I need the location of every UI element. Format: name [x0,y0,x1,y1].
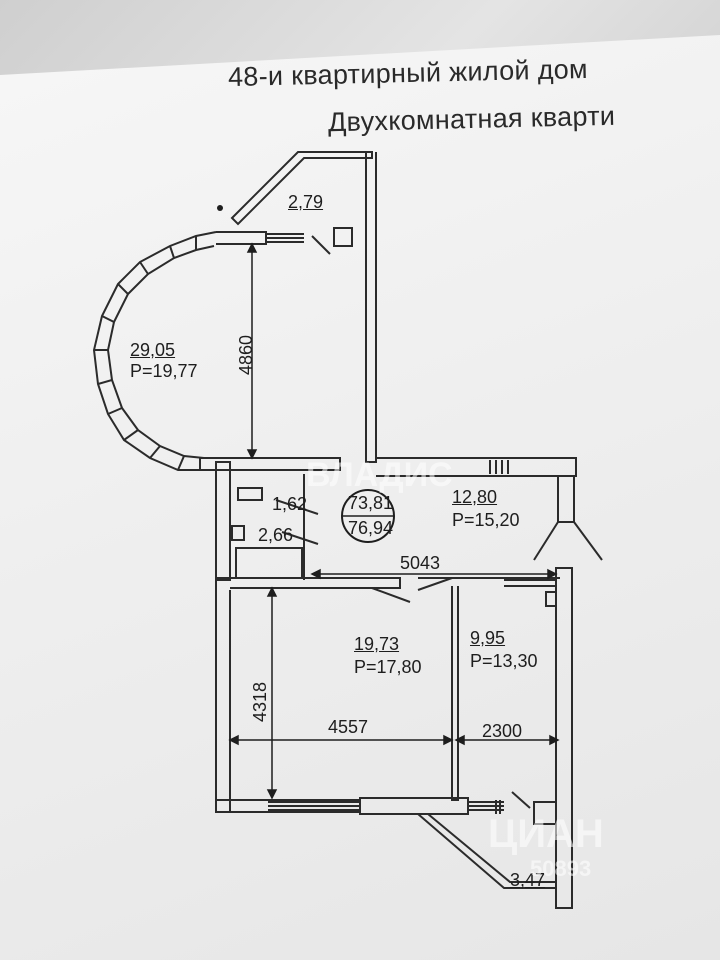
watermark-top: ВЛАДИС [306,456,453,494]
room2-right-wall [555,567,573,909]
room1-perimeter: Р=17,80 [354,657,422,677]
dim-room1-width: 4557 [328,717,369,737]
balcony-bottom-area: 3,47 [510,870,546,890]
corridor-wall [199,457,341,471]
dim-corridor-width: 5043 [400,553,441,573]
bath-area: 2,66 [258,525,294,545]
dim-room1-height: 4318 [250,681,270,722]
living-wall-top [216,231,267,245]
living-perimeter: Р=19,77 [130,361,198,381]
radiator [533,801,557,825]
balcony-top-outline [230,151,373,226]
room2-fixture [545,591,557,607]
room2-perimeter: Р=13,30 [470,651,538,671]
bath-tub [235,547,303,579]
bottom-wall-right [359,797,469,815]
bay-segments [94,236,197,471]
watermark-phone: 50893 [530,856,592,881]
room2-area: 9,95 [470,628,506,648]
balcony-top-area: 2,79 [288,192,324,212]
door-swing-1 [371,577,453,603]
window-bottom-right [468,800,504,814]
main-wall-vertical [365,152,377,463]
dim-room2-width: 2300 [482,721,523,741]
bath-block [215,461,231,581]
living-area: 29,05 [130,340,176,360]
corridor-wall-right [376,457,577,477]
room1-area: 19,73 [354,634,400,654]
room2-top [504,579,556,587]
room-top-wall [216,577,401,589]
dim-living-height: 4860 [236,334,256,375]
room1-left-wall [215,580,231,813]
window-bottom [268,801,360,811]
kitchen-vent [533,476,603,561]
kitchen-perimeter: Р=15,20 [452,510,520,530]
door-swing-wc [275,499,319,545]
room-divider [451,586,459,801]
total-living-area: 73,81 [348,493,394,513]
door-swing-2 [311,235,531,809]
radiator-top [333,227,353,247]
wc-fixture [231,487,263,541]
window-top [266,233,304,243]
wc-area: 1,62 [272,494,308,514]
kitchen-area: 12,80 [452,487,498,507]
balcony-bottom-outline [417,813,556,889]
watermark-bottom: ЦИАН [488,812,604,856]
window-kitchen [489,460,509,474]
total-area: 76,94 [348,518,394,538]
